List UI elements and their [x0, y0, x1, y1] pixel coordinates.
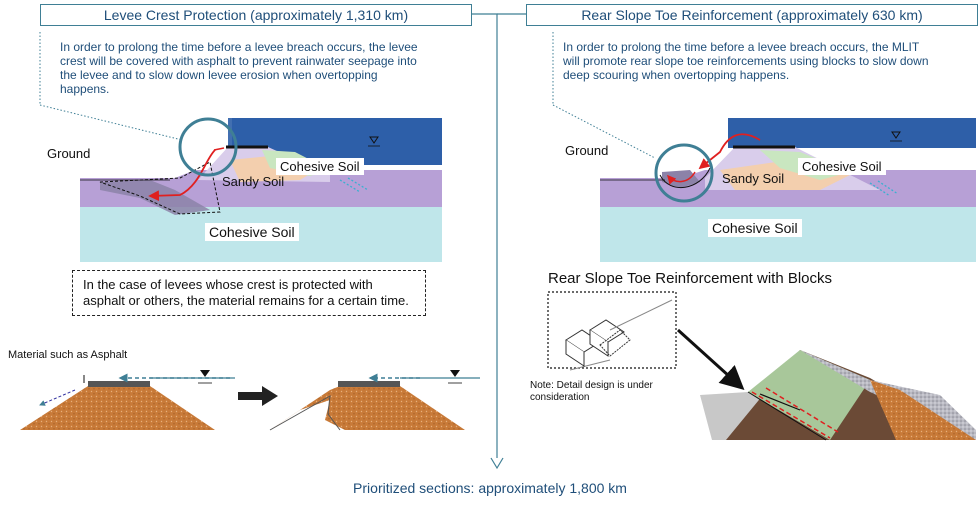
left-description: In order to prolong the time before a le… — [60, 40, 418, 96]
right-detail-note: Note: Detail design is under considerati… — [530, 380, 653, 403]
right-title: Rear Slope Toe Reinforcement (approximat… — [526, 4, 978, 26]
left-note-box: In the case of levees whose crest is pro… — [72, 270, 426, 316]
asphalt-after — [269, 370, 480, 431]
block-levee — [700, 350, 976, 441]
left-label-cohesive-top: Cohesive Soil — [276, 158, 364, 175]
big-arrow — [238, 386, 278, 406]
detail-arrow — [676, 328, 745, 391]
right-label-cohesive-bottom: Cohesive Soil — [708, 219, 802, 237]
left-title: Levee Crest Protection (approximately 1,… — [40, 4, 472, 26]
asphalt-before — [20, 370, 235, 430]
right-cross-section — [600, 118, 976, 262]
right-label-ground: Ground — [565, 143, 609, 158]
left-label-ground: Ground — [47, 146, 91, 161]
right-label-sandy: Sandy Soil — [722, 171, 785, 186]
left-label-cohesive-bottom: Cohesive Soil — [205, 223, 299, 241]
left-cross-section — [80, 100, 442, 262]
right-label-cohesive-top: Cohesive Soil — [798, 158, 886, 175]
material-label: Material such as Asphalt — [8, 349, 128, 361]
footer-total: Prioritized sections: approximately 1,80… — [353, 480, 627, 496]
connector-lines — [470, 13, 526, 470]
right-description: In order to prolong the time before a le… — [563, 40, 929, 82]
right-subtitle: Rear Slope Toe Reinforcement with Blocks — [548, 270, 833, 287]
left-label-sandy: Sandy Soil — [222, 174, 285, 189]
block-detail — [547, 291, 677, 371]
